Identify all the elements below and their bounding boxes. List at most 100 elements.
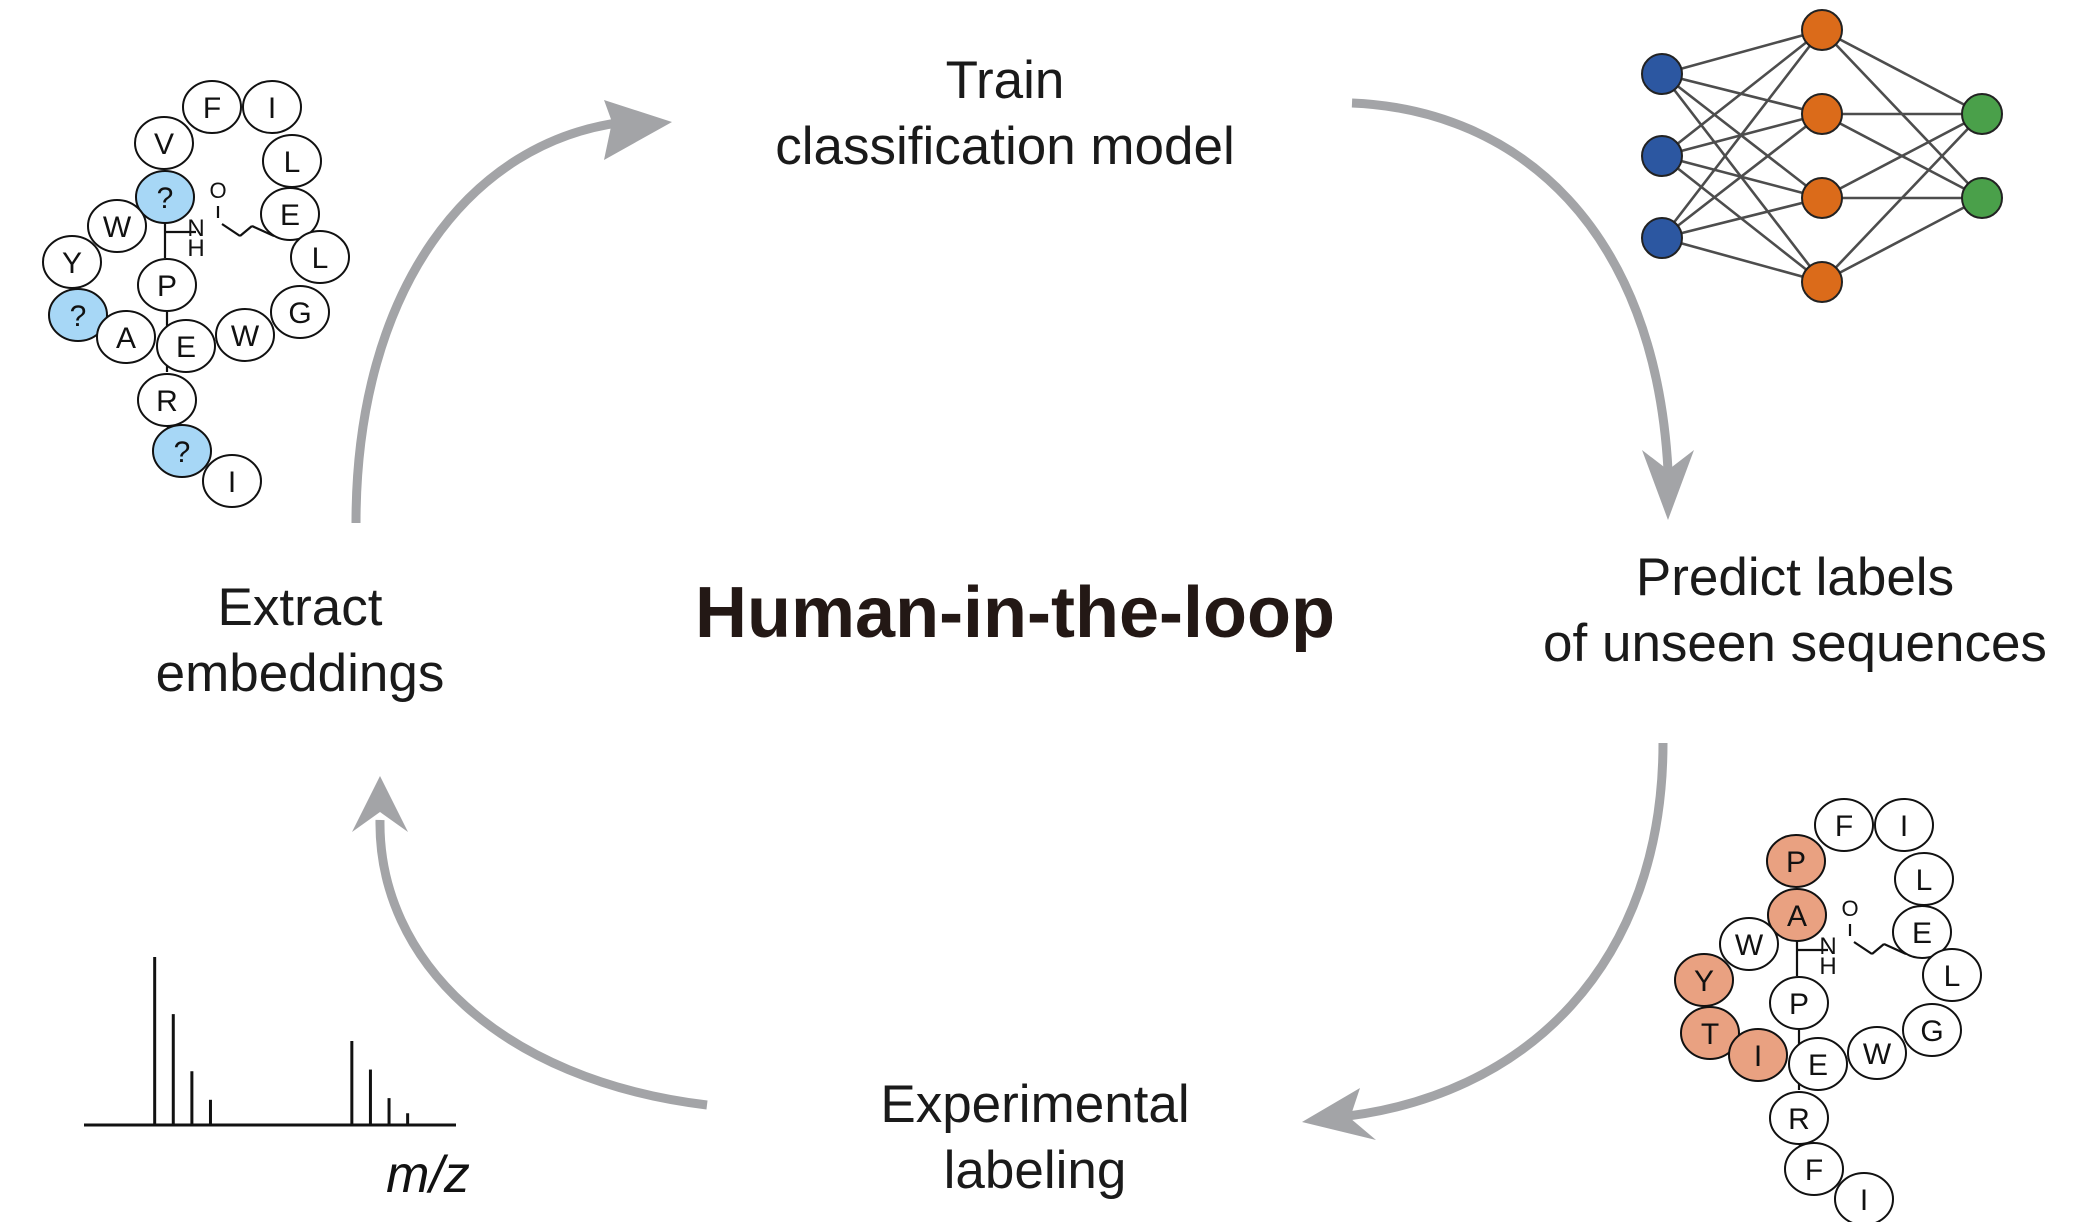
peptide-unlabeled-residue-circle — [137, 258, 197, 312]
peptide-unlabeled-residue-letter: E — [280, 199, 300, 232]
peptide-unlabeled-residue-circle — [152, 424, 212, 478]
peptide-unlabeled-atom-label: N — [187, 215, 204, 242]
peptide-labeled-residue-circle — [1874, 798, 1934, 852]
peptide-labeled-atom-label: N — [1819, 933, 1836, 960]
peptide-unlabeled-residue-letter: A — [116, 322, 136, 355]
peptide-labeled-residue-letter: L — [1916, 864, 1933, 897]
arrowhead-extract — [352, 776, 408, 832]
peptide-unlabeled-residue-letter: W — [231, 320, 260, 353]
peptide-labeled-residue-circle — [1769, 976, 1829, 1030]
peptide-labeled-atom-label: H — [1819, 953, 1836, 980]
nn-edge — [1661, 28, 1823, 76]
peptide-labeled-residue-circle — [1922, 948, 1982, 1002]
peptide-unlabeled-residue-letter: R — [156, 385, 178, 418]
nn-node — [1961, 93, 2003, 135]
peptide-labeled-bond — [1871, 943, 1885, 955]
peptide-unlabeled-residue-letter: L — [312, 242, 329, 275]
peptide-unlabeled-residue-letter: P — [157, 270, 177, 303]
peptide-labeled-residue-circle — [1728, 1028, 1788, 1082]
peptide-unlabeled-residue-letter: L — [284, 146, 301, 179]
peptide-unlabeled-residue-letter: G — [288, 297, 311, 330]
peptide-unlabeled-residue-letter: W — [103, 211, 132, 244]
step-predict-line2: of unseen sequences — [1543, 614, 2047, 673]
peptide-labeled-residue-circle — [1680, 1006, 1740, 1060]
arrow-extract-to-train — [351, 117, 626, 524]
nn-node — [1801, 93, 1843, 135]
arrow-predict-to-experimental — [1329, 742, 1668, 1123]
step-experimental-label: Experimental labeling — [770, 1072, 1300, 1204]
nn-edge — [1821, 28, 1983, 116]
nn-node — [1801, 261, 1843, 303]
peptide-labeled-residue-circle — [1767, 888, 1827, 942]
step-train-label: Train classification model — [705, 48, 1305, 180]
peptide-unlabeled-residue-letter: F — [203, 92, 221, 125]
nn-edge — [1661, 28, 1823, 158]
peptide-labeled-residue-letter: E — [1808, 1049, 1828, 1082]
step-train-line2: classification model — [775, 117, 1235, 176]
step-predict-line1: Predict labels — [1635, 548, 1955, 607]
peptide-unlabeled-residue-circle — [270, 285, 330, 339]
nn-edge — [1821, 113, 1983, 283]
arrow-experimental-to-extract — [375, 819, 708, 1110]
nn-edge — [1821, 112, 1983, 200]
nn-node — [1961, 177, 2003, 219]
peptide-labeled-residue-letter: F — [1835, 810, 1853, 843]
neural-network-icon — [1641, 9, 2003, 303]
peptide-labeled-atom-label: O — [1841, 896, 1858, 921]
step-extract-line1: Extract — [217, 578, 383, 637]
peptide-unlabeled-residue-circle — [42, 235, 102, 289]
peptide-labeled-residue-circle — [1894, 852, 1954, 906]
peptide-labeled-residue-letter: A — [1787, 900, 1807, 933]
arrowhead-train — [604, 100, 672, 160]
peptide-unlabeled-residue-letter: V — [154, 128, 174, 161]
arrowhead-predict — [1642, 450, 1694, 520]
nn-node — [1641, 135, 1683, 177]
peptide-labeled-residue-letter: E — [1912, 917, 1932, 950]
peptide-labeled-residue-circle — [1902, 1003, 1962, 1057]
peptide-unlabeled-residue-circle — [215, 308, 275, 362]
peptide-unlabeled-residue-circle — [242, 80, 302, 134]
peptide-unlabeled-residue-circle — [202, 454, 262, 508]
peptide-labeled-residue-circle — [1892, 905, 1952, 959]
peptide-labeled-residue-circle — [1769, 1091, 1829, 1145]
peptide-unlabeled-residue-circle — [156, 319, 216, 373]
peptide-labeled-residue-circle — [1847, 1026, 1907, 1080]
peptide-unlabeled-residue-letter: ? — [157, 182, 174, 215]
arrowhead-experimental — [1302, 1088, 1376, 1140]
peptide-unlabeled-residue-circle — [135, 170, 195, 224]
cycle-arrows — [351, 98, 1673, 1123]
peptide-labeled-residue-letter: I — [1754, 1040, 1762, 1073]
nn-node — [1801, 177, 1843, 219]
peptide-labeled-residue-letter: P — [1789, 988, 1809, 1021]
peptide-unlabeled-residue-circle — [96, 310, 156, 364]
nn-node — [1641, 217, 1683, 259]
peptide-labeled-residue-circle — [1719, 917, 1779, 971]
peptide-unlabeled-residue-circle — [137, 373, 197, 427]
peptide-labeled-residue-circle — [1788, 1037, 1848, 1091]
peptide-labeled-residue-letter: P — [1786, 846, 1806, 879]
peptide-unlabeled-residue-circle — [182, 80, 242, 134]
peptide-labeled-residue-letter: I — [1900, 810, 1908, 843]
peptide-labeled-residue-circle — [1834, 1172, 1894, 1222]
peptide-labeled-residue-circle — [1674, 953, 1734, 1007]
peptide-labeled-residue-letter: L — [1944, 960, 1961, 993]
step-predict-label: Predict labels of unseen sequences — [1500, 545, 2080, 677]
peptide-labeled-residue-letter: T — [1701, 1018, 1719, 1051]
peptide-unlabeled-residue-circle — [48, 288, 108, 342]
spectrum-peaks — [153, 957, 410, 1125]
peptide-unlabeled-atom-label: H — [187, 235, 204, 262]
peptide-unlabeled-bond — [221, 223, 241, 237]
peptide-labeled-residue-letter: I — [1860, 1184, 1868, 1217]
peptide-labeled-residue-circle — [1814, 798, 1874, 852]
peptide-unlabeled-residue-circle — [260, 187, 320, 241]
cycle-arrowheads — [352, 100, 1694, 1140]
peptide-unlabeled-residue-circle — [262, 134, 322, 188]
nn-node — [1641, 53, 1683, 95]
step-extract-line2: embeddings — [155, 644, 445, 703]
peptide-unlabeled-residue-letter: I — [268, 92, 276, 125]
peptide-labeled-residue-letter: G — [1920, 1015, 1943, 1048]
peptide-unlabeled-residue-letter: I — [228, 466, 236, 499]
peptide-labeled-residue-letter: W — [1735, 929, 1764, 962]
